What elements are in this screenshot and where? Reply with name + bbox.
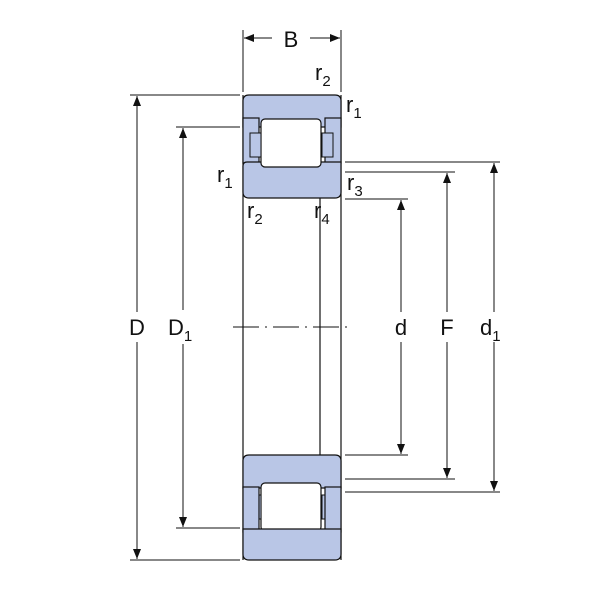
dimension-lines	[133, 34, 498, 559]
label-r2-bottom: r2	[247, 198, 263, 228]
cage-top-left	[249, 132, 262, 158]
outer-ring-bottom	[242, 528, 342, 561]
label-D: D	[129, 315, 145, 340]
top-section	[242, 94, 342, 199]
labels: B D D1 d F d1 r2 r1 r1 r3 r2 r4	[129, 27, 501, 345]
roller-bottom	[260, 482, 322, 532]
inner-ring-top	[242, 161, 342, 199]
label-F: F	[440, 315, 453, 340]
label-r1-left: r1	[217, 162, 233, 192]
bottom-section	[242, 454, 342, 561]
outer-ring-bottom-rib-left	[242, 486, 260, 533]
label-r2-top: r2	[315, 60, 331, 90]
label-d: d	[395, 315, 407, 340]
cage-top-right	[321, 132, 334, 158]
label-d1: d1	[480, 315, 501, 345]
roller-top	[260, 118, 322, 168]
label-B: B	[284, 27, 299, 52]
label-r4: r4	[314, 198, 330, 228]
outer-ring-bottom-rib-right	[324, 486, 342, 533]
extension-lines	[130, 30, 500, 561]
label-r3: r3	[347, 170, 363, 200]
label-D1: D1	[168, 315, 192, 345]
label-r1-top-right: r1	[346, 92, 362, 122]
bearing-body	[233, 94, 350, 561]
